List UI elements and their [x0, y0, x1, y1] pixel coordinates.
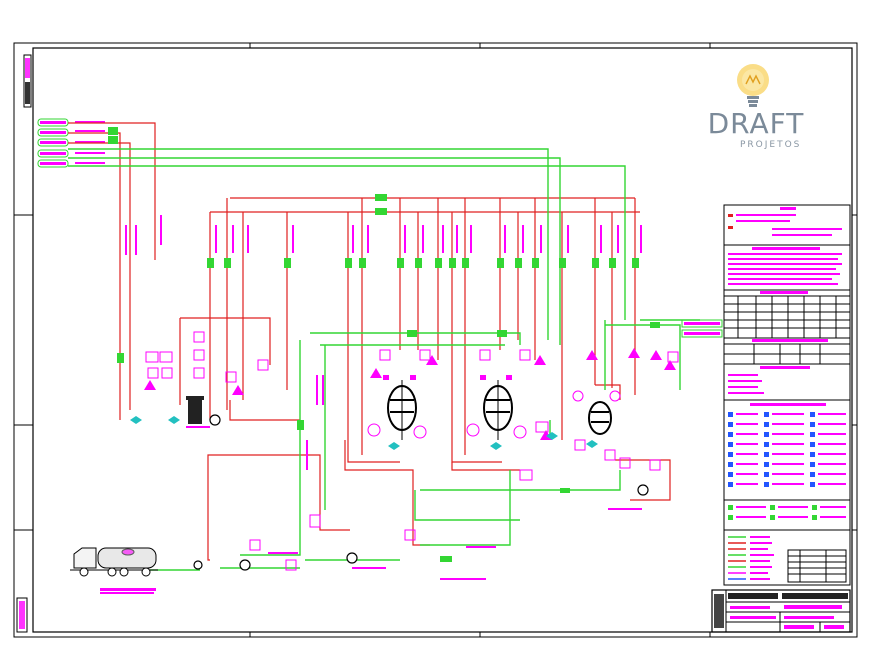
revision-stamp-fill [25, 58, 30, 78]
technical-data-table [723, 289, 851, 339]
reactor-3[interactable] [572, 390, 621, 435]
line-type-legend [723, 529, 851, 586]
filter-icon [186, 396, 204, 424]
valves [130, 416, 598, 450]
source-line-labels [37, 118, 105, 168]
vertical-line-labels [125, 215, 642, 470]
outer-frame [13, 42, 858, 638]
symbol-legend [723, 499, 851, 531]
approval-stamp-fill [19, 601, 25, 629]
header-line-tags [108, 127, 387, 215]
valve-instrument-legend [723, 399, 851, 501]
revision-stamp-fill [25, 82, 30, 104]
reactor-1[interactable] [367, 375, 427, 440]
reactor-2[interactable] [466, 375, 527, 440]
steam-lines [68, 122, 671, 561]
logo-wordmark: DRAFT [707, 107, 805, 140]
lightbulb-icon [737, 64, 769, 107]
notes-panel [723, 204, 851, 246]
line-number-frames [681, 319, 723, 338]
pump-icon [193, 414, 649, 571]
line-number-labels [100, 322, 720, 594]
instrument-symbols [145, 331, 679, 571]
approval-stamp [16, 597, 28, 633]
indicator-triangles [144, 348, 676, 440]
technical-data-table-2 [723, 337, 851, 365]
logo-subtitle: PROJETOS [740, 140, 802, 150]
tank-truck-icon [70, 547, 158, 591]
title-block [711, 589, 851, 633]
draft-projetos-logo: DRAFT PROJETOS [694, 60, 818, 152]
revision-stamp [23, 54, 32, 108]
complementary-drawings-panel [723, 244, 851, 291]
inline-tags [117, 258, 660, 562]
line-legend-panel [723, 363, 851, 401]
inner-frame [32, 47, 853, 633]
